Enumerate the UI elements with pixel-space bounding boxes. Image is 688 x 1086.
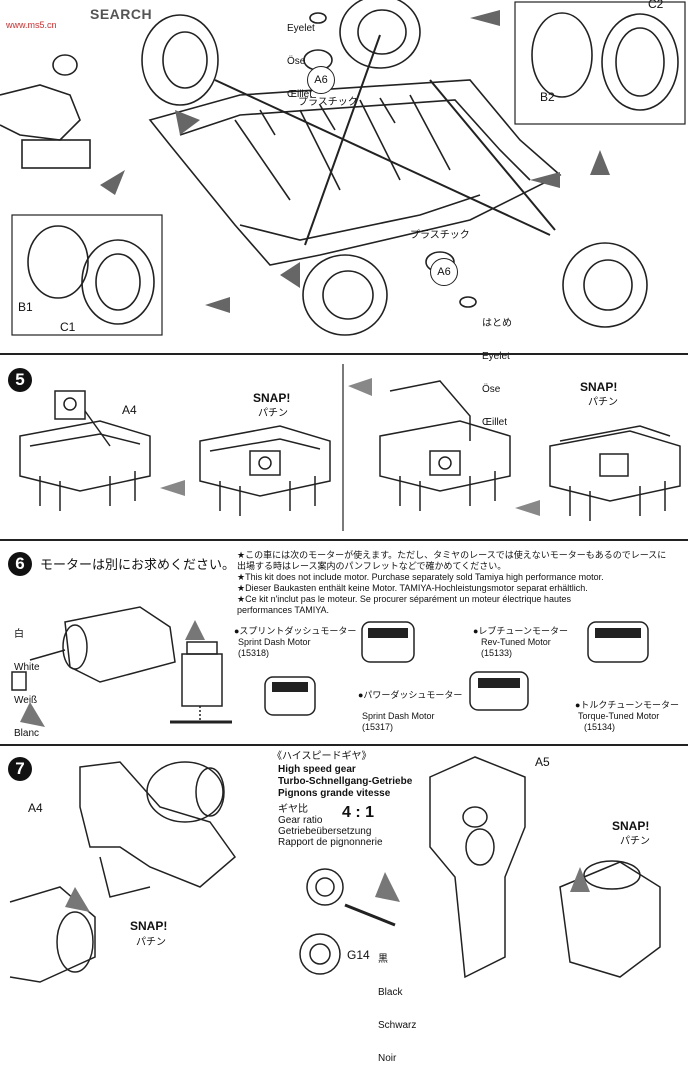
step6-note-fr-2: performances TAMIYA.: [237, 605, 330, 615]
gear-title-fr: Pignons grande vitesse: [278, 788, 391, 799]
plastic-label-top: プラスチック: [298, 97, 358, 108]
eyelet-bottom-de: Öse: [482, 384, 501, 395]
eyelet-bottom-en: Eyelet: [482, 351, 510, 362]
eyelet-top-en: Eyelet: [287, 23, 315, 34]
eyelet-bottom-label: はとめ Eyelet Öse Œillet: [482, 296, 512, 450]
gear-title-en: High speed gear: [278, 764, 356, 775]
step7-snap-left-jp: パチン: [136, 937, 166, 948]
gear-ratio-fr: Rapport de pignonnerie: [278, 837, 383, 848]
step6-note-en: ★This kit does not include motor. Purcha…: [237, 572, 604, 582]
part-c1-label: C1: [60, 320, 76, 334]
watermark-text: SEARCH: [90, 6, 153, 22]
step-5-drawing: [19, 364, 681, 531]
motor-1-code: (15318): [238, 648, 270, 658]
step-5-section: 5: [0, 356, 688, 538]
eyelet-bottom-fr: Œillet: [482, 417, 508, 428]
step7-snap-right: SNAP!: [612, 819, 650, 833]
eyelet-top-fr: Œillet: [287, 89, 313, 100]
motor-4-jp: ●トルクチューンモーター: [575, 700, 679, 710]
eyelet-top-label: Eyelet Öse Œillet: [287, 1, 315, 122]
gear-ratio-en: Gear ratio: [278, 815, 323, 826]
gear-ratio-de: Getriebeübersetzung: [278, 826, 372, 837]
black-de: Schwarz: [378, 1020, 417, 1031]
step5-snap-1: SNAP!: [253, 391, 291, 405]
step-6-number: 6: [8, 552, 32, 576]
black-fr: Noir: [378, 1053, 397, 1064]
step7-snap-right-jp: パチン: [620, 836, 650, 847]
black-jp: 黒: [378, 954, 388, 965]
part-b1-label: B1: [18, 300, 33, 314]
step7-part-a5: A5: [535, 755, 550, 769]
motor-1-name: Sprint Dash Motor: [238, 637, 311, 647]
step6-title: モーターは別にお求めください。: [40, 557, 236, 572]
step5-snap-2-jp: パチン: [588, 397, 618, 408]
black-gear-label: 黒 Black Schwarz Noir: [378, 932, 416, 1086]
gear-ratio-jp: ギヤ比: [278, 804, 308, 815]
motor-4-name: Torque-Tuned Motor: [578, 711, 660, 721]
step-7-drawing: [9, 756, 661, 983]
part-c2-label: C2: [648, 0, 664, 11]
divider-2: [0, 539, 688, 541]
step6-note-jp-1: ★この車には次のモーターが使えます。ただし、タミヤのレースでは使えないモーターも…: [237, 550, 667, 560]
step-7-number: 7: [8, 757, 32, 781]
white-en: White: [14, 662, 40, 673]
white-jp: 白: [14, 629, 24, 640]
divider-3: [0, 744, 688, 746]
motor-3-jp: ●レブチューンモーター: [473, 626, 568, 636]
motor-2-name: Sprint Dash Motor: [362, 711, 435, 721]
white-fr: Blanc: [14, 728, 40, 739]
step6-note-de: ★Dieser Baukasten enthält keine Motor. T…: [237, 583, 588, 593]
part-a6-bottom: A6: [430, 258, 458, 286]
motor-2-jp: ●パワーダッシュモーター: [358, 690, 463, 700]
step5-snap-1-jp: パチン: [258, 408, 288, 419]
eyelet-top-de: Öse: [287, 56, 306, 67]
white-pinion-label: 白 White Weiß Blanc: [14, 607, 40, 761]
step7-snap-left: SNAP!: [130, 919, 168, 933]
watermark-url: www.ms5.cn: [6, 20, 57, 30]
motor-3-code: (15133): [481, 648, 513, 658]
divider-1: [0, 353, 688, 355]
step-5-number: 5: [8, 368, 32, 392]
white-de: Weiß: [14, 695, 38, 706]
step5-snap-2: SNAP!: [580, 380, 618, 394]
part-a6-top: A6: [307, 66, 335, 94]
gear-title-de: Turbo-Schnellgang-Getriebe: [278, 776, 413, 787]
instruction-page: SEARCH www.ms5.cn: [0, 0, 688, 1064]
step6-note-fr-1: ★Ce kit n'inclut pas le moteur. Se procu…: [237, 594, 571, 604]
motor-4-code: (15134): [584, 722, 616, 732]
chassis-assembly-drawing: [0, 0, 686, 336]
part-g14: G14: [347, 948, 370, 962]
eyelet-bottom-jp: はとめ: [482, 318, 512, 329]
part-b2-label: B2: [540, 90, 555, 104]
gear-ratio-value: 4 : 1: [342, 804, 375, 821]
motor-2-code: (15317): [362, 722, 394, 732]
gear-title-jp: 《ハイスピードギヤ》: [272, 751, 372, 762]
step-6-section: 6 モーターは別にお求めください。 ★この車には次のモーターが使えます。ただし、…: [0, 542, 688, 742]
step-4-section: Eyelet Öse Œillet A6 プラスチック C2 B2 プラスチック…: [0, 0, 688, 428]
black-en: Black: [378, 987, 403, 998]
plastic-label-bottom: プラスチック: [410, 230, 470, 241]
step5-part-a4: A4: [122, 403, 137, 417]
step7-part-a4: A4: [28, 801, 43, 815]
step-7-section: 7: [0, 747, 688, 1064]
step-6-drawing: [11, 606, 649, 727]
motor-3-name: Rev-Tuned Motor: [481, 637, 551, 647]
step6-note-jp-2: 出場する時はレース案内のパンフレットなどで確かめてください。: [237, 561, 507, 571]
motor-1-jp: ●スプリントダッシュモーター: [234, 626, 357, 636]
